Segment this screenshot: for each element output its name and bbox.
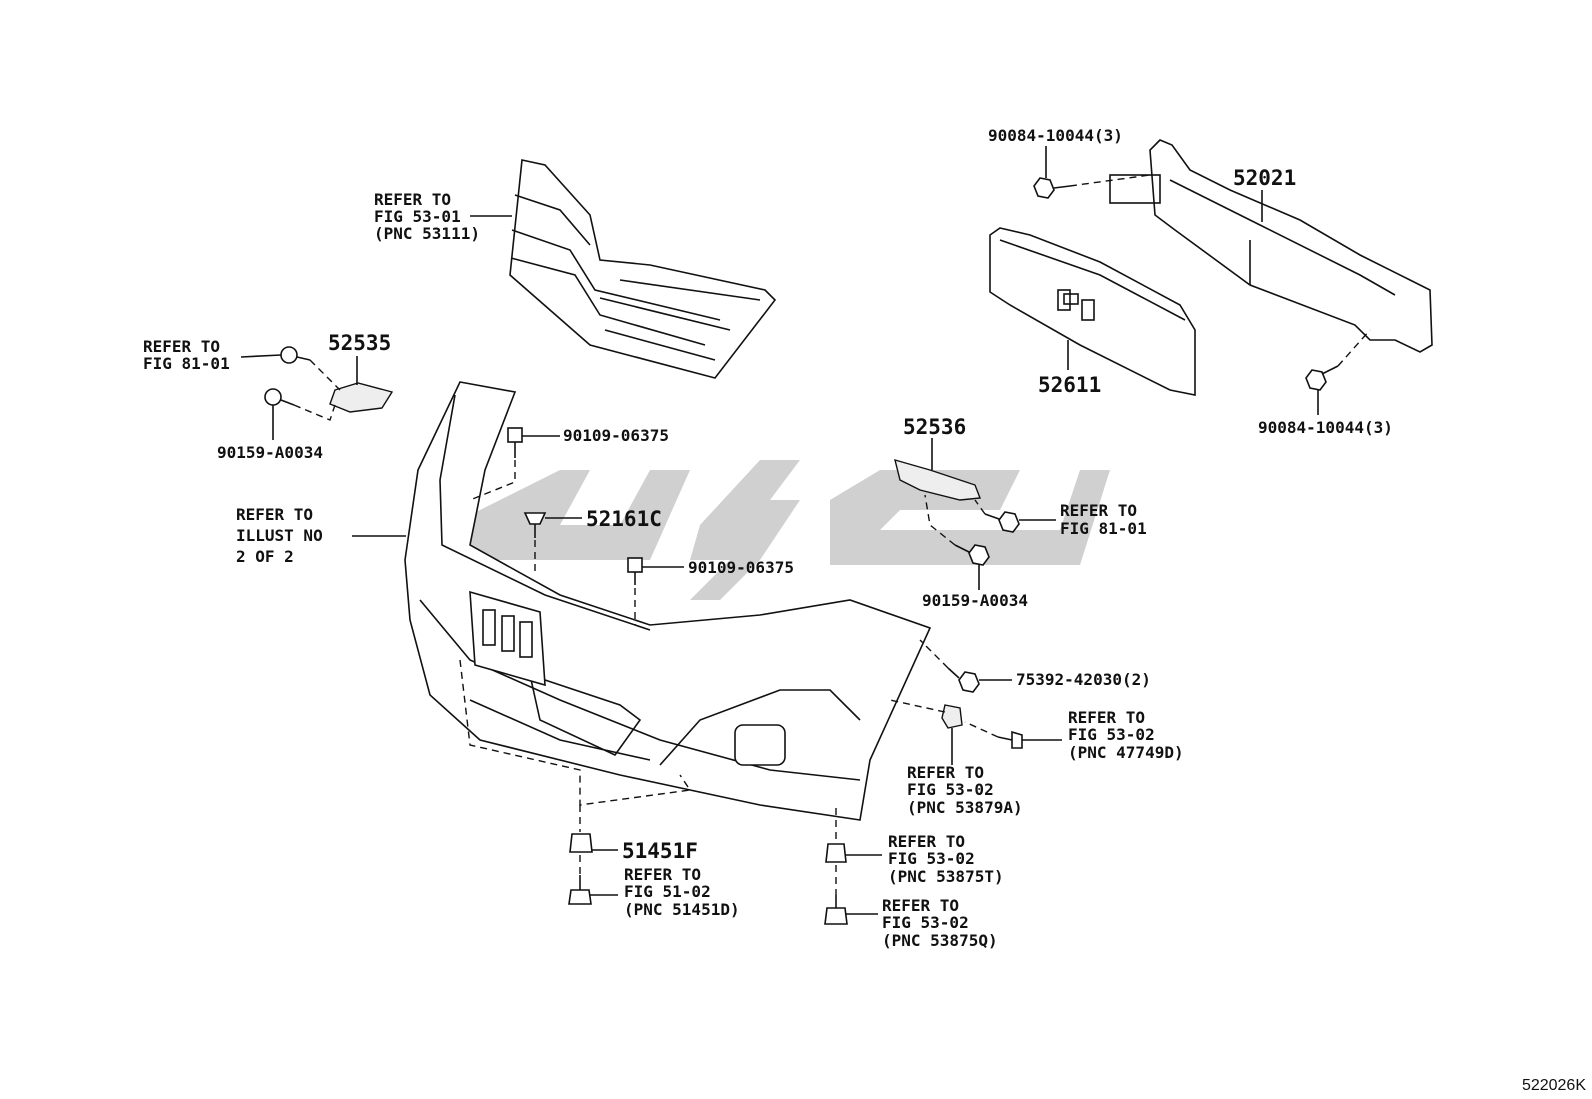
bolt-90109-mid — [627, 557, 643, 585]
grille — [509, 159, 777, 379]
label-ref-47749d-line2: FIG 53-02 — [1068, 725, 1155, 744]
label-ref-53875t-line2: FIG 53-02 — [888, 849, 975, 868]
clip-51451f — [569, 833, 593, 853]
dash-81-01-right — [974, 499, 986, 515]
dash-90084-top — [1069, 174, 1151, 187]
leader-81-01-left — [240, 354, 282, 358]
fog-lamp-opening — [734, 724, 786, 766]
bracket-52535 — [329, 382, 394, 413]
label-ref-53875q-line1: REFER TO — [882, 896, 959, 915]
label-part-90084-top: 90084-10044(3) — [988, 126, 1123, 145]
label-refer-81-left-line1: REFER TO — [143, 337, 220, 356]
license-plate-bracket — [469, 590, 546, 687]
label-part-51451f: 51451F — [622, 839, 698, 863]
dash-90084-bottom — [1337, 329, 1371, 367]
label-part-90084-bottom: 90084-10044(3) — [1258, 418, 1393, 437]
label-part-90109-top: 90109-06375 — [563, 426, 669, 445]
dash-90109-top — [469, 460, 516, 501]
label-part-52536: 52536 — [903, 415, 966, 439]
retainer-53879a — [941, 704, 963, 729]
label-part-52021: 52021 — [1233, 166, 1296, 190]
screw-90159-left — [264, 388, 295, 406]
bracket-52536 — [894, 458, 981, 501]
bolt-90109-top — [507, 427, 523, 458]
label-part-90109-mid: 90109-06375 — [688, 558, 794, 577]
bolt-75392 — [947, 667, 980, 693]
label-part-75392: 75392-42030(2) — [1016, 670, 1151, 689]
screw-51451d — [568, 875, 592, 905]
label-grille-ref-line2: FIG 53-01 — [374, 207, 461, 226]
clip-53875t — [825, 843, 847, 863]
label-part-52535: 52535 — [328, 331, 391, 355]
label-ref-51451d-line3: (PNC 51451D) — [624, 900, 740, 919]
dash-90159-left — [293, 404, 336, 421]
dash-81-01-left — [309, 359, 341, 391]
label-ref-53879a-line3: (PNC 53879A) — [907, 798, 1023, 817]
bolt-90159-right — [954, 544, 990, 566]
screw-47749d — [997, 730, 1023, 749]
bolt-90084-top — [1033, 177, 1071, 199]
screw-81-01-left — [280, 346, 311, 364]
label-refer-illust-line3: 2 OF 2 — [236, 547, 294, 566]
label-ref-53875t-line1: REFER TO — [888, 832, 965, 851]
illustration-id: 522026K — [1521, 1077, 1586, 1094]
clip-52161c — [523, 512, 547, 538]
label-ref-53875q-line3: (PNC 53875Q) — [882, 931, 998, 950]
bolt-90084-bottom — [1305, 365, 1339, 391]
label-grille-ref-line1: REFER TO — [374, 190, 451, 209]
watermark-logo — [450, 460, 1110, 600]
label-refer-81-right-line1: REFER TO — [1060, 501, 1137, 520]
label-refer-illust-line2: ILLUST NO — [236, 526, 323, 545]
bumper-absorber — [989, 227, 1196, 396]
label-ref-47749d-line1: REFER TO — [1068, 708, 1145, 727]
screw-53875q — [824, 895, 848, 925]
bolt-81-01-right — [984, 511, 1020, 533]
dash-90159-right — [924, 494, 956, 546]
label-ref-53879a-line1: REFER TO — [907, 763, 984, 782]
bumper-cover — [404, 381, 932, 821]
dash-53879a — [889, 699, 946, 713]
label-ref-53875q-line2: FIG 53-02 — [882, 913, 969, 932]
label-part-90159-left: 90159-A0034 — [217, 443, 323, 462]
label-ref-53875t-line3: (PNC 53875T) — [888, 867, 1004, 886]
label-refer-illust-line1: REFER TO — [236, 505, 313, 524]
dash-75392 — [919, 639, 949, 669]
dash-47749d — [964, 721, 999, 738]
label-ref-47749d-line3: (PNC 47749D) — [1068, 743, 1184, 762]
bumper-reinforcement — [1109, 139, 1433, 353]
label-ref-51451d-line1: REFER TO — [624, 865, 701, 884]
label-ref-53879a-line2: FIG 53-02 — [907, 780, 994, 799]
label-part-52611: 52611 — [1038, 373, 1101, 397]
label-refer-81-right-line2: FIG 81-01 — [1060, 519, 1147, 538]
label-ref-51451d-line2: FIG 51-02 — [624, 882, 711, 901]
label-part-90159-right: 90159-A0034 — [922, 591, 1028, 610]
label-refer-81-left-line2: FIG 81-01 — [143, 354, 230, 373]
label-part-52161c: 52161C — [586, 507, 662, 531]
label-grille-ref-line3: (PNC 53111) — [374, 224, 480, 243]
